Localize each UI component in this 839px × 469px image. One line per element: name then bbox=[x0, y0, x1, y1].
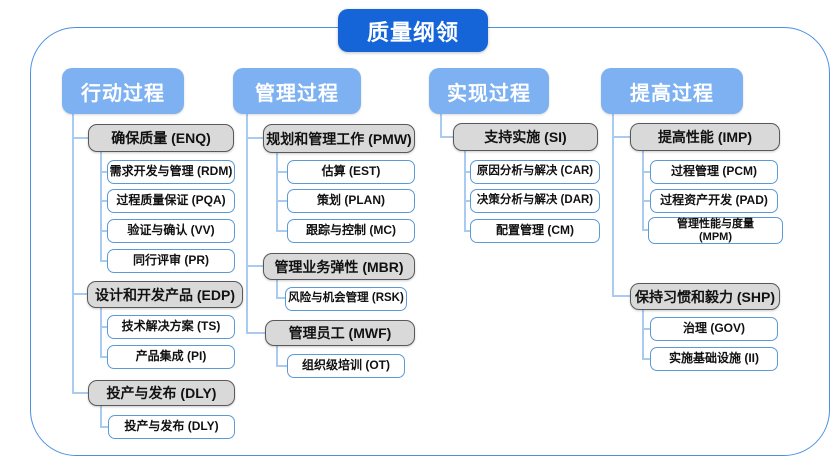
node-dly: 投产与发布 (DLY) bbox=[108, 415, 235, 439]
connector-line bbox=[642, 328, 651, 330]
node-rsk: 风险与机会管理 (RSK) bbox=[285, 287, 407, 311]
connector-line bbox=[464, 230, 471, 232]
node-pmw: 规划和管理工作 (PMW) bbox=[263, 124, 415, 153]
connector-line bbox=[440, 114, 442, 138]
diagram-title: 质量纲领 bbox=[338, 9, 488, 52]
connector-line bbox=[100, 171, 108, 173]
connector-line bbox=[440, 136, 454, 138]
connector-line bbox=[642, 229, 650, 231]
column-header-improvement-process: 提高过程 bbox=[601, 68, 743, 114]
node-edp: 设计和开发产品 (EDP) bbox=[87, 281, 243, 308]
node-mbr: 管理业务弹性 (MBR) bbox=[263, 253, 415, 280]
connector-line bbox=[276, 230, 288, 232]
connector-line bbox=[276, 297, 286, 299]
connector-line bbox=[246, 265, 264, 267]
node-vv: 验证与确认 (VV) bbox=[107, 219, 235, 243]
connector-line bbox=[246, 114, 248, 333]
connector-line bbox=[100, 326, 108, 328]
connector-line bbox=[464, 171, 471, 173]
connector-line bbox=[100, 230, 108, 232]
column-header-management-process: 管理过程 bbox=[233, 68, 361, 114]
connector-line bbox=[464, 151, 466, 231]
connector-line bbox=[72, 392, 88, 394]
node-dly-group: 投产与发布 (DLY) bbox=[88, 380, 235, 406]
node-ts: 技术解决方案 (TS) bbox=[107, 315, 235, 339]
connector-line bbox=[612, 114, 614, 297]
connector-line bbox=[642, 171, 651, 173]
connector-line bbox=[642, 310, 644, 360]
node-dar: 决策分析与解决 (DAR) bbox=[470, 189, 600, 213]
connector-line bbox=[100, 308, 102, 357]
connector-line bbox=[276, 200, 288, 202]
connector-line bbox=[100, 406, 102, 428]
connector-line bbox=[246, 137, 264, 139]
node-gov: 治理 (GOV) bbox=[650, 317, 778, 341]
connector-line bbox=[246, 332, 266, 334]
connector-line bbox=[612, 295, 631, 297]
connector-line bbox=[72, 293, 87, 295]
connector-line bbox=[72, 114, 74, 393]
connector-line bbox=[276, 171, 288, 173]
node-rdm: 需求开发与管理 (RDM) bbox=[107, 160, 235, 184]
node-pr: 同行评审 (PR) bbox=[107, 249, 235, 273]
node-plan: 策划 (PLAN) bbox=[287, 189, 415, 213]
connector-line bbox=[100, 200, 108, 202]
node-imp: 提高性能 (IMP) bbox=[630, 123, 780, 151]
node-enq: 确保质量 (ENQ) bbox=[88, 124, 234, 152]
node-pad: 过程资产开发 (PAD) bbox=[650, 189, 778, 213]
node-mc: 跟踪与控制 (MC) bbox=[287, 219, 415, 243]
connector-line bbox=[276, 280, 278, 299]
connector-line bbox=[100, 426, 109, 428]
column-header-realization-process: 实现过程 bbox=[429, 68, 549, 114]
node-si: 支持实施 (SI) bbox=[453, 123, 598, 151]
connector-line bbox=[642, 151, 644, 230]
connector-line bbox=[642, 358, 651, 360]
connector-line bbox=[464, 200, 471, 202]
node-cm: 配置管理 (CM) bbox=[470, 219, 600, 243]
node-shp: 保持习惯和毅力 (SHP) bbox=[630, 283, 780, 310]
connector-line bbox=[100, 356, 108, 358]
node-ii: 实施基础设施 (II) bbox=[650, 347, 778, 371]
node-pcm: 过程管理 (PCM) bbox=[650, 160, 778, 184]
connector-line bbox=[100, 152, 102, 261]
connector-line bbox=[276, 153, 278, 231]
connector-line bbox=[72, 137, 88, 139]
connector-line bbox=[642, 200, 651, 202]
connector-line bbox=[276, 365, 288, 367]
connector-line bbox=[100, 260, 108, 262]
connector-line bbox=[276, 346, 278, 367]
node-ot: 组织级培训 (OT) bbox=[287, 354, 405, 378]
node-mpm: 管理性能与度量 (MPM) bbox=[677, 217, 754, 243]
node-pqa: 过程质量保证 (PQA) bbox=[107, 189, 235, 213]
node-est: 估算 (EST) bbox=[287, 160, 415, 184]
node-pi: 产品集成 (PI) bbox=[107, 345, 235, 369]
node-mwf: 管理员工 (MWF) bbox=[265, 320, 415, 346]
column-header-action-process: 行动过程 bbox=[62, 68, 184, 114]
node-car: 原因分析与解决 (CAR) bbox=[470, 160, 600, 184]
connector-line bbox=[612, 136, 631, 138]
